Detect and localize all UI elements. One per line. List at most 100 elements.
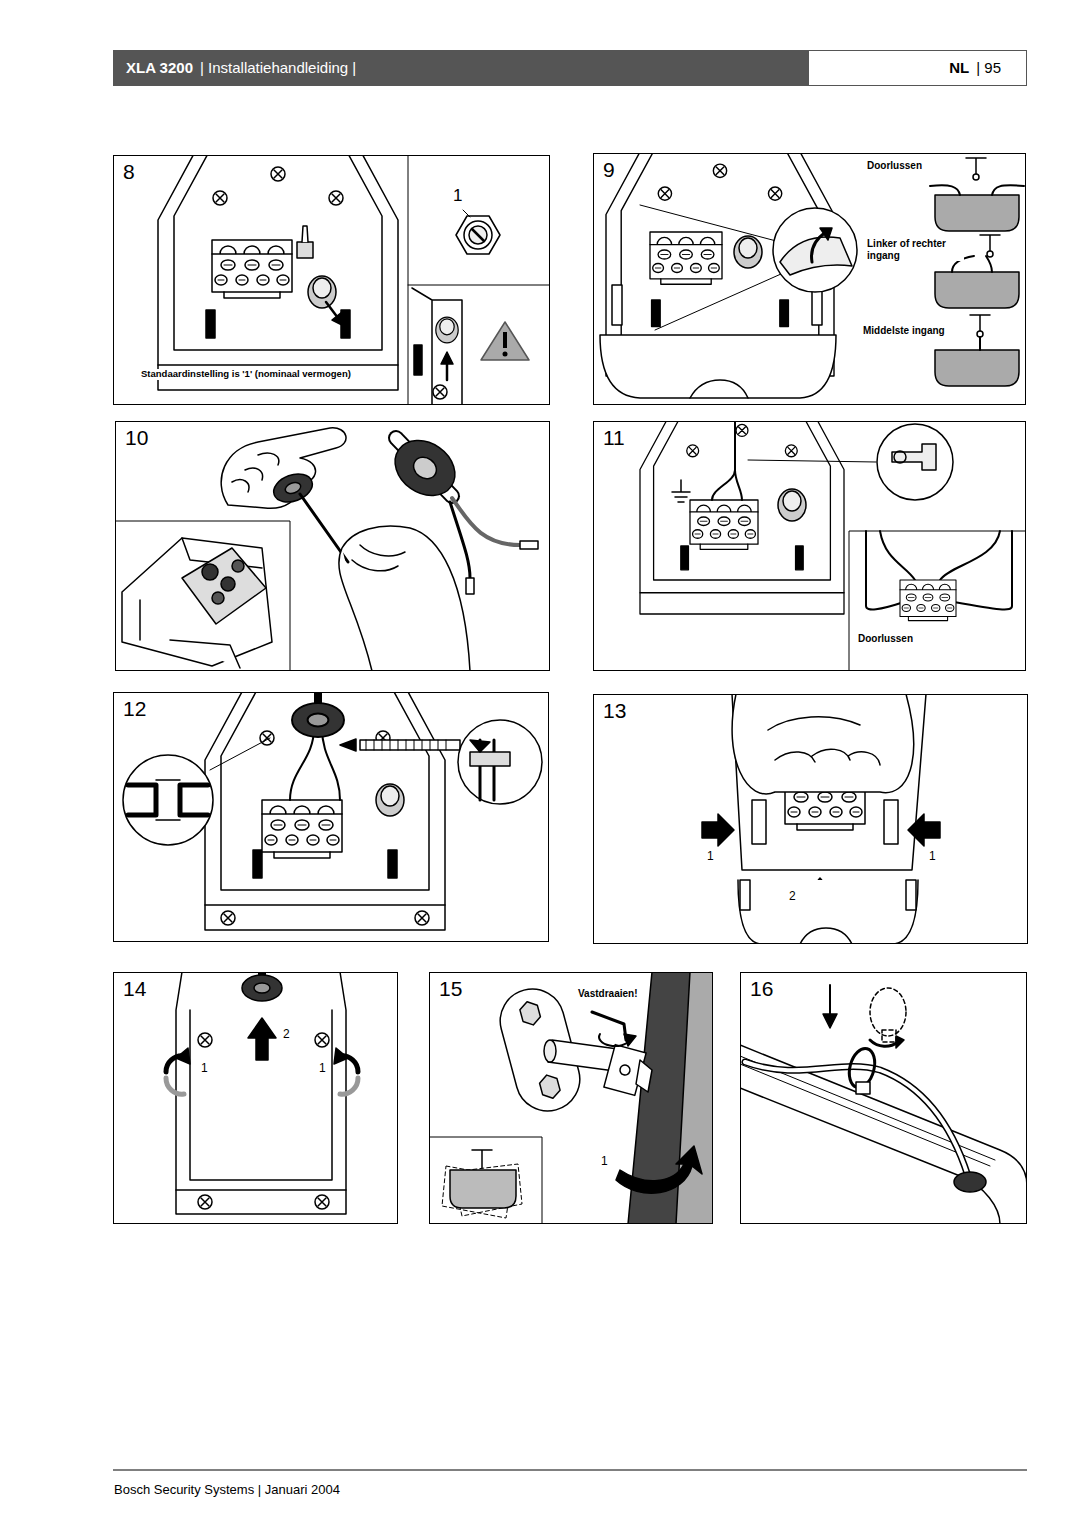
panel-11-illustration xyxy=(748,460,876,462)
panel-9-illustration xyxy=(640,205,790,330)
footer-rule xyxy=(113,1470,1027,1471)
panel-9-illustration xyxy=(612,285,622,325)
panel-13-illustration xyxy=(732,694,914,794)
panel-11-illustration xyxy=(900,580,956,621)
panel-8-illustration xyxy=(212,240,292,298)
callout-number: 1 xyxy=(706,850,715,864)
panel-13-illustration xyxy=(702,814,734,846)
panel-8-illustration xyxy=(332,312,344,326)
header-text: XLA 3200 xyxy=(125,59,194,76)
header-bar xyxy=(113,50,1027,86)
panel-8-illustration xyxy=(297,226,313,258)
panel-14-illustration xyxy=(176,1048,190,1064)
panel-9-illustration xyxy=(820,228,832,240)
panel-10-illustration xyxy=(270,469,316,507)
panel-14-illustration xyxy=(315,1195,329,1209)
panel-13-illustration xyxy=(884,800,898,844)
panel-15-illustration xyxy=(616,1146,702,1193)
callout-number: 1 xyxy=(452,186,463,206)
callout-number: 1 xyxy=(600,1155,609,1169)
panel-8-illustration xyxy=(158,155,550,405)
panel-10-illustration xyxy=(202,564,218,580)
panel-13-illustration xyxy=(752,800,766,844)
panel-12-illustration xyxy=(292,703,344,737)
panel-12-illustration xyxy=(366,740,446,750)
step-number: 9 xyxy=(601,159,617,180)
panel-9-illustration xyxy=(966,158,986,174)
panel-9-illustration xyxy=(987,251,993,257)
panel-16-illustration xyxy=(882,1030,896,1042)
panel-8-illustration xyxy=(456,216,500,254)
panel-16-illustration xyxy=(896,1036,904,1048)
panel-10-illustration xyxy=(170,640,240,668)
panel-9-illustration xyxy=(690,380,748,398)
panel-10-illustration xyxy=(182,548,266,624)
panel-10-illustration xyxy=(352,545,405,571)
panel-11-illustration xyxy=(892,444,936,470)
panel-15-illustration xyxy=(518,999,542,1027)
panel-16-illustration xyxy=(740,1045,1027,1224)
panel-8-illustration xyxy=(408,155,550,405)
panel-15-illustration xyxy=(429,1137,542,1224)
panel-10-illustration xyxy=(339,526,470,671)
panel-9-illustration xyxy=(650,232,722,284)
panel-9-illustration xyxy=(973,174,979,180)
panel-9-illustration xyxy=(935,195,1019,231)
header-bar xyxy=(113,50,808,86)
panel-8-illustration xyxy=(481,322,529,360)
header-title: XLA 3200 | Installatiehandleiding | xyxy=(113,50,808,86)
panel-13-illustration xyxy=(732,694,926,870)
panel-11-illustration xyxy=(640,421,844,614)
step-panel: 8 xyxy=(113,155,550,405)
panel-13-illustration xyxy=(702,694,940,944)
panel-9-illustration xyxy=(600,153,1024,398)
panel-11-illustration xyxy=(877,424,953,500)
panel-14-illustration xyxy=(242,975,282,1001)
panel-9-illustration xyxy=(812,232,826,262)
panel-14-illustration xyxy=(340,1078,358,1094)
panel-16-illustration xyxy=(829,985,831,1018)
note-text: Bosch Security Systems | Januari 2004 xyxy=(113,1483,341,1498)
panel-16-illustration xyxy=(870,988,906,1042)
panel-15-illustration xyxy=(624,1034,636,1046)
panel-12-illustration xyxy=(458,720,542,804)
panel-10-illustration xyxy=(232,453,279,492)
step-panel: 9 xyxy=(593,153,1026,405)
note-text: Standaardinstelling is '1' (nominaal ver… xyxy=(140,369,352,380)
panel-8-illustration xyxy=(503,352,508,357)
panel-8-illustration xyxy=(433,385,447,399)
panel-14-illustration xyxy=(176,1010,346,1190)
header-text: | Installatiehandleiding | xyxy=(199,59,357,76)
step-panel: 16 xyxy=(740,972,1027,1224)
panel-12-illustration xyxy=(123,755,213,845)
step-panel: 13 xyxy=(593,694,1028,944)
panel-11-illustration xyxy=(712,421,742,500)
callout-number: 1 xyxy=(318,1062,327,1076)
panel-9-illustration xyxy=(970,315,990,331)
panel-10-illustration xyxy=(384,429,465,507)
panel-8-illustration xyxy=(456,216,500,254)
panel-13-illustration xyxy=(740,880,750,910)
step-number: 14 xyxy=(121,978,148,999)
note-text: Vastdraaien! xyxy=(577,988,638,1000)
panel-15-illustration xyxy=(544,1040,556,1062)
panel-8-illustration xyxy=(441,352,453,364)
panel-8-illustration xyxy=(414,345,422,375)
panel-9-illustration xyxy=(935,272,1019,308)
callout-number: 2 xyxy=(788,890,797,904)
panel-9-illustration xyxy=(986,256,992,272)
panel-14-illustration xyxy=(334,1048,348,1064)
panel-16-illustration xyxy=(740,985,1027,1224)
step-number: 16 xyxy=(748,978,775,999)
panel-16-illustration xyxy=(870,988,906,1036)
panel-15-illustration xyxy=(450,1170,516,1208)
panel-15-illustration xyxy=(538,1073,562,1101)
panel-11-illustration xyxy=(894,451,906,463)
panel-14-illustration xyxy=(315,1033,329,1047)
panel-16-illustration xyxy=(745,1062,968,1176)
panel-10-illustration xyxy=(232,560,244,572)
panel-10-illustration xyxy=(115,521,290,671)
panel-12-illustration xyxy=(221,911,235,925)
callout-number: 1 xyxy=(200,1062,209,1076)
step-number: 10 xyxy=(123,427,150,448)
